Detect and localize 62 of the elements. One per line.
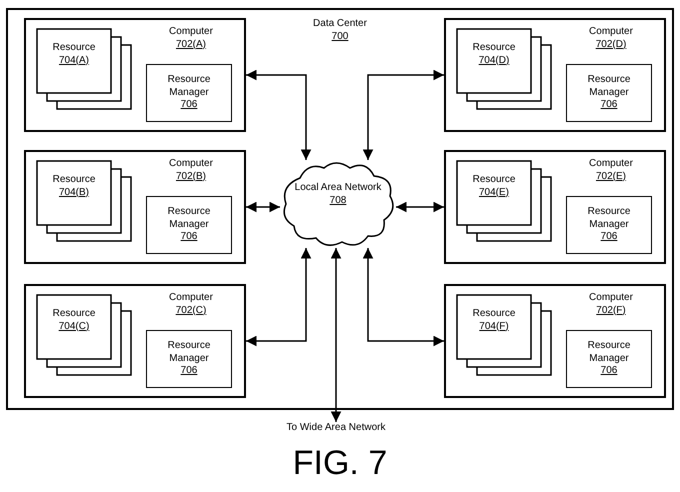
node-label: Resource bbox=[52, 308, 96, 320]
reference-number: 702(B) bbox=[174, 170, 207, 183]
reference-number: 706 bbox=[600, 231, 618, 244]
reference-number: 706 bbox=[180, 231, 198, 244]
connector-arrow bbox=[362, 70, 444, 160]
figure-caption: FIG. 7 bbox=[292, 446, 388, 480]
reference-number: 702(C) bbox=[174, 304, 208, 317]
reference-number: 704(F) bbox=[478, 320, 510, 333]
connector-arrow bbox=[246, 70, 312, 160]
computer-box bbox=[444, 18, 666, 132]
resource-manager-box bbox=[146, 196, 232, 254]
reference-number: 704(C) bbox=[58, 320, 90, 333]
node-label: Resource Manager bbox=[586, 340, 632, 366]
node-label: Resource bbox=[472, 42, 516, 54]
node-label: Resource bbox=[472, 308, 516, 320]
node-label: Resource bbox=[52, 42, 96, 54]
node-label: Computer bbox=[588, 292, 634, 304]
reference-number: 704(E) bbox=[478, 186, 510, 199]
connector-arrow bbox=[246, 248, 312, 346]
computer-box bbox=[24, 284, 246, 398]
reference-number: 702(A) bbox=[174, 38, 207, 51]
reference-number: 700 bbox=[330, 30, 350, 43]
reference-number: 702(E) bbox=[594, 170, 627, 183]
reference-number: 706 bbox=[600, 365, 618, 378]
node-label: Resource Manager bbox=[586, 206, 632, 232]
reference-number: 702(F) bbox=[595, 304, 627, 317]
node-label: Computer bbox=[588, 26, 634, 38]
resource-manager-box bbox=[566, 330, 652, 388]
node-label: Data Center bbox=[312, 18, 368, 30]
connector-arrow bbox=[246, 202, 280, 212]
node-label: Resource Manager bbox=[166, 206, 212, 232]
node-label: Computer bbox=[168, 158, 214, 170]
node-label: Resource bbox=[52, 174, 96, 186]
data-center-box bbox=[6, 8, 674, 410]
reference-number: 706 bbox=[600, 99, 618, 112]
computer-box bbox=[444, 284, 666, 398]
reference-number: 708 bbox=[328, 194, 348, 207]
resource-manager-box bbox=[566, 196, 652, 254]
computer-box bbox=[24, 150, 246, 264]
reference-number: 706 bbox=[180, 365, 198, 378]
node-label: Resource Manager bbox=[166, 340, 212, 366]
reference-number: 706 bbox=[180, 99, 198, 112]
node-label: Resource Manager bbox=[166, 74, 212, 100]
node-label: Computer bbox=[168, 26, 214, 38]
resource-manager-box bbox=[566, 64, 652, 122]
resource-manager-box bbox=[146, 64, 232, 122]
connector-arrow bbox=[396, 202, 444, 212]
computer-box bbox=[444, 150, 666, 264]
node-label: Computer bbox=[168, 292, 214, 304]
reference-number: 704(B) bbox=[58, 186, 90, 199]
connector-arrow bbox=[362, 248, 444, 346]
node-label: Local Area Network bbox=[294, 182, 382, 194]
reference-number: 704(D) bbox=[478, 54, 510, 67]
node-label: Resource Manager bbox=[586, 74, 632, 100]
node-label: To Wide Area Network bbox=[286, 422, 386, 434]
node-label: Computer bbox=[588, 158, 634, 170]
node-label: Resource bbox=[472, 174, 516, 186]
connector-arrow bbox=[330, 248, 342, 422]
resource-manager-box bbox=[146, 330, 232, 388]
computer-box bbox=[24, 18, 246, 132]
reference-number: 702(D) bbox=[594, 38, 628, 51]
reference-number: 704(A) bbox=[58, 54, 90, 67]
